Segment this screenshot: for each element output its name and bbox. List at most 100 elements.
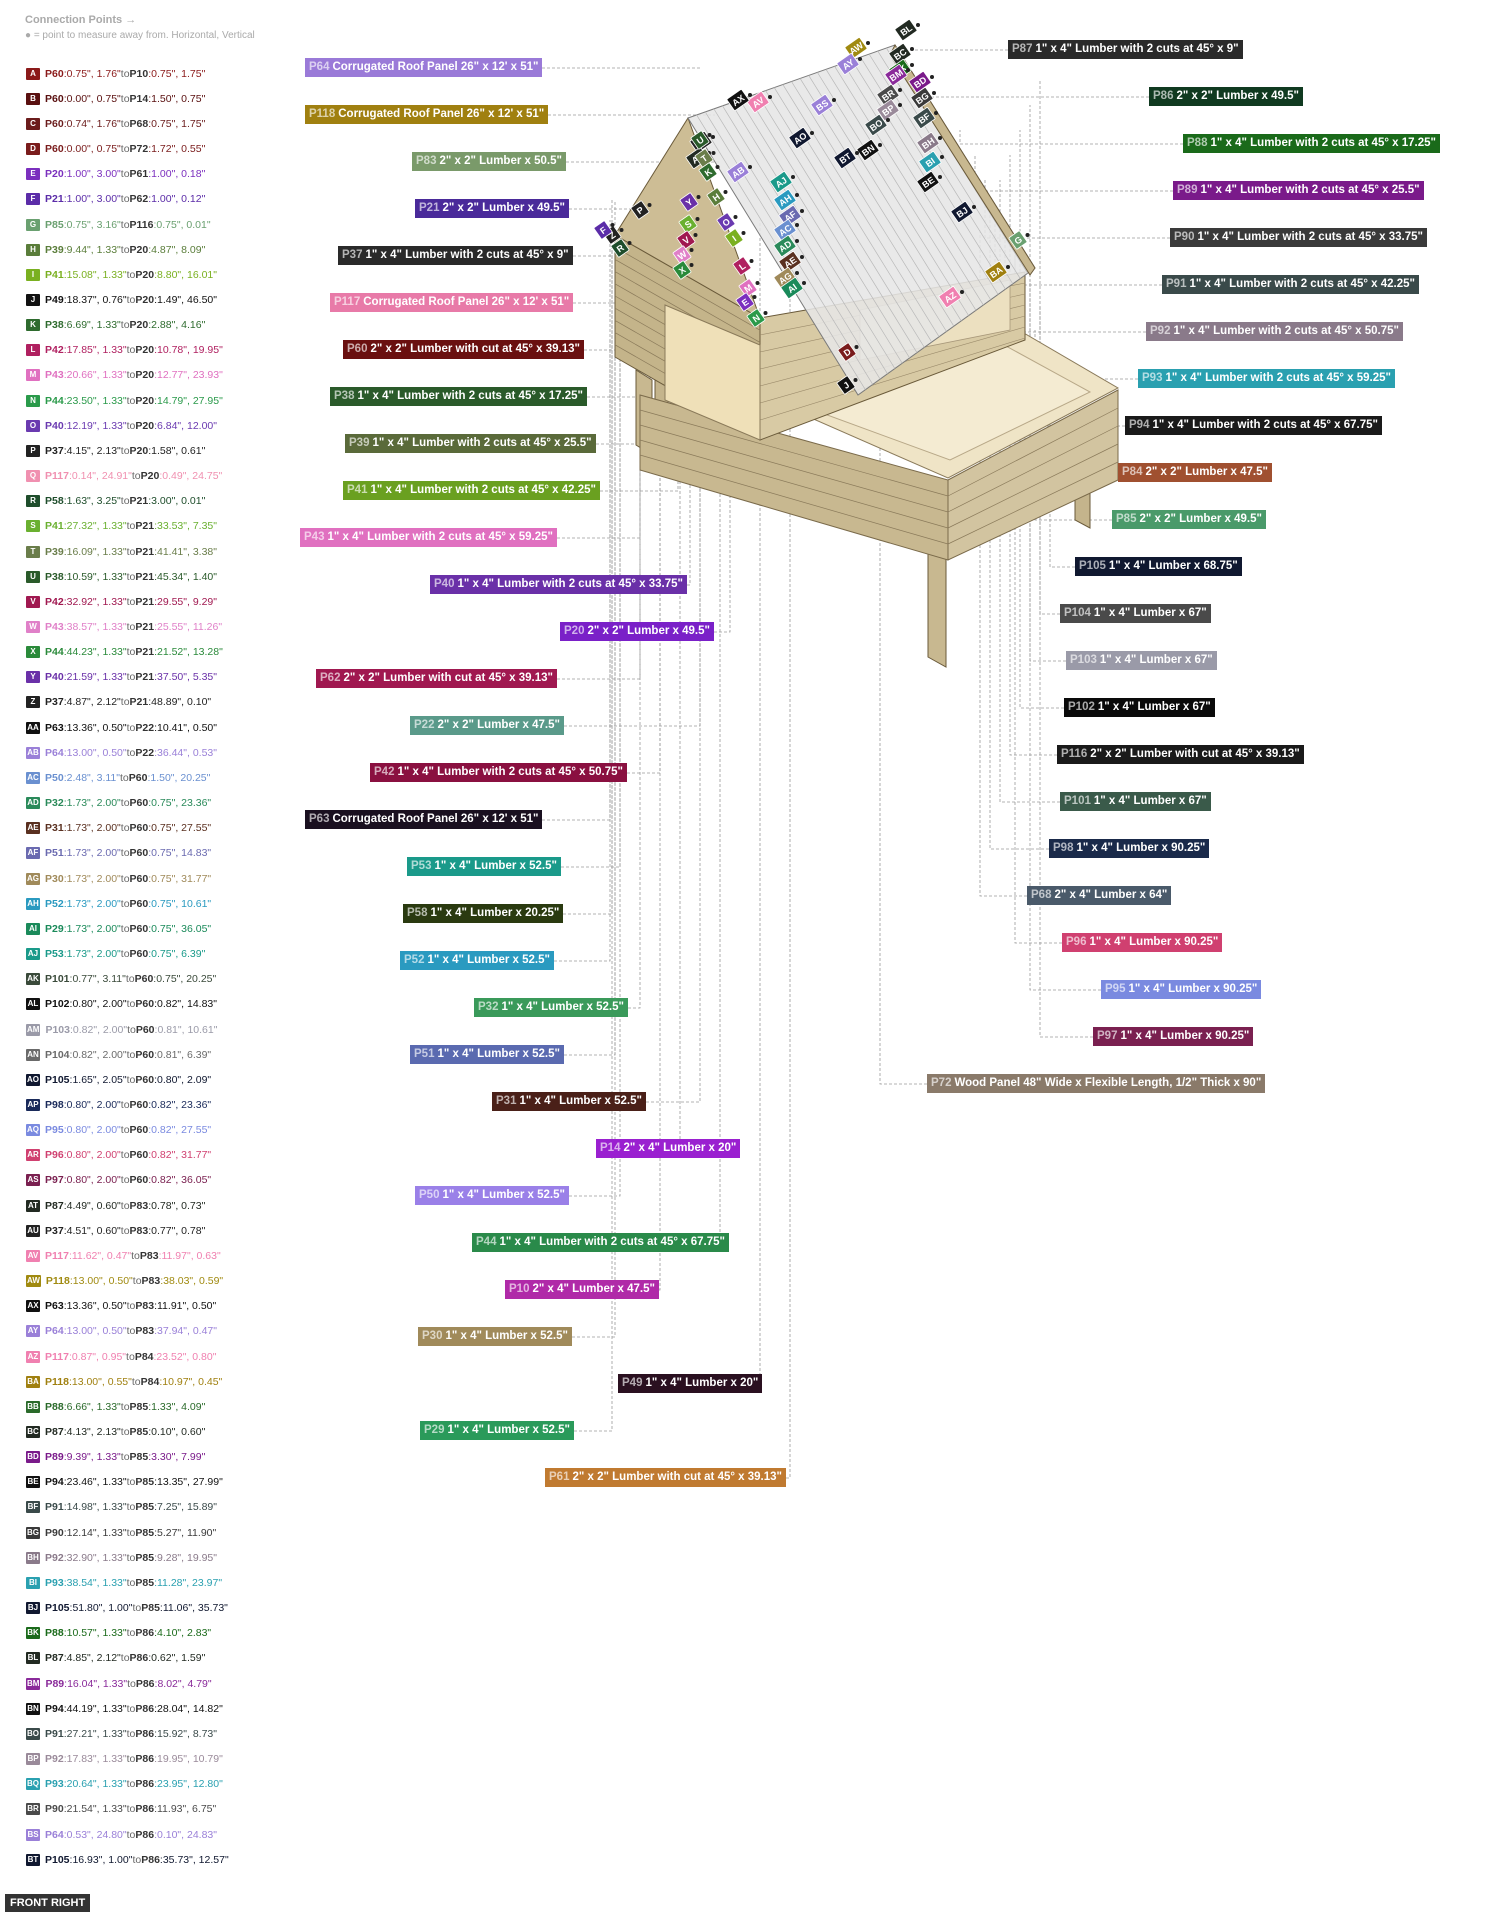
part-description: 1" x 4" Lumber with 2 cuts at 45° x 59.2… [1165,372,1391,384]
roof-ridge [791,81,947,332]
marker-bi: BI [918,151,944,173]
connection-from-values: 14.98", 1.33" [66,1501,127,1514]
connection-point-dot [748,165,752,169]
connection-to-values: 1.72", 0.55" [151,143,206,156]
header-subtitle: ● = point to measure away from. Horizont… [25,30,255,41]
connection-from: P103 [45,1023,70,1036]
connection-point-dot [932,91,936,95]
connection-badge: BH [26,1551,40,1564]
connection-point-dot [763,311,768,315]
part-description: 2" x 2" Lumber x 49.5" [442,202,565,214]
connection-badge: AQ [26,1124,40,1137]
connection-from-values: 13.00", 0.50" [66,1325,127,1338]
connection-to: P21 [129,495,149,508]
part-id: P91 [1166,278,1187,290]
rail-board-line [947,443,1119,529]
connection-to: P10 [129,67,149,80]
connection-to: P84 [140,1375,160,1388]
leader-line [1029,280,1101,991]
part-description: 1" x 4" Lumber with 2 cuts at 45° x 33.7… [457,578,683,590]
connection-point-dot [906,68,910,72]
connection-badge: U [26,570,40,583]
connection-badge: AX [26,1300,40,1313]
connection-badge: X [26,646,40,659]
connection-to: P68 [129,117,149,130]
part-description: 1" x 4" Lumber x 67" [1097,701,1211,713]
connection-point-dot [866,41,870,45]
connection-to-values: 0.62", 1.59" [151,1652,206,1665]
connection-point-dot [689,248,694,252]
connection-from: P93 [45,1778,64,1791]
connection-point-dot [696,195,701,199]
connection-point-dot [910,47,914,51]
connection-from-values: 1.00", 3.00" [66,193,121,206]
connection-badge: T [26,545,40,558]
connection-badge: BG [26,1526,40,1539]
marker-label: P [635,205,646,217]
connection-to-values: 12.77", 23.93" [157,369,223,382]
marker-m: M [738,278,760,298]
connection-to: P20 [129,319,149,332]
connection-to-values: 2.88", 4.16" [151,319,206,332]
connection-to-values: 11.91", 0.50" [157,1300,217,1313]
connection-badge: AI [26,922,40,935]
leader-line [646,280,701,1103]
connection-point-dot [715,165,720,169]
connection-from: P30 [45,872,64,885]
connection-badge: O [26,419,40,432]
part-description: 1" x 4" Lumber x 52.5" [437,1048,560,1060]
connection-point-dot [695,217,700,221]
marker-v: V [676,230,698,250]
connection-from-values: 0.75", 1.76" [66,67,121,80]
part-id: P30 [422,1330,443,1342]
connection-to: P85 [135,1501,155,1514]
part-id: P89 [1177,184,1198,196]
connection-from: P105 [45,1602,70,1615]
connection-to: P21 [135,545,155,558]
connection-from: P93 [45,1576,64,1589]
connection-from: P37 [45,444,64,457]
part-description: 1" x 4" Lumber with 2 cuts at 45° x 33.7… [1197,231,1423,243]
connection-to: P85 [129,1451,149,1464]
connection-point-dot [707,133,712,137]
connection-to-values: 0.75", 36.05" [151,922,212,935]
marker-ba: BA [984,261,1010,283]
part-id: P61 [549,1471,570,1483]
connection-to: P86 [141,1853,160,1866]
part-description: 2" x 4" Lumber x 20" [623,1142,737,1154]
connection-from: P39 [45,243,64,256]
part-description: 2" x 2" Lumber x 49.5" [1176,90,1299,102]
connection-from-values: 27.32", 1.33" [66,520,127,533]
connection-from: P63 [45,1300,64,1313]
connection-from: P94 [45,1476,64,1489]
connection-to-values: 0.77", 0.78" [151,1224,206,1237]
connection-to-values: 0.75", 0.01" [156,218,211,231]
marker-bf: BF [912,107,938,129]
connection-to-values: 0.81", 6.39" [157,1048,212,1061]
connection-from-values: 1.73", 2.00" [66,847,121,860]
connection-to-values: 11.97", 0.63" [161,1249,221,1262]
connection-from-values: 0.80", 2.00" [66,1098,121,1111]
connection-to-values: 28.04", 14.82" [157,1702,223,1715]
part-description: 1" x 4" Lumber x 52.5" [445,1330,568,1342]
connection-point-dot [934,111,938,115]
part-id: P97 [1097,1030,1118,1042]
connection-to: P60 [129,897,149,910]
connection-to-values: 0.75", 10.61" [151,897,212,910]
part-description: 2" x 2" Lumber x 47.5" [1145,466,1268,478]
connection-from-values: 0.80", 2.00" [66,1174,121,1187]
connection-badge: C [26,117,40,130]
connection-point-dot [749,259,754,263]
